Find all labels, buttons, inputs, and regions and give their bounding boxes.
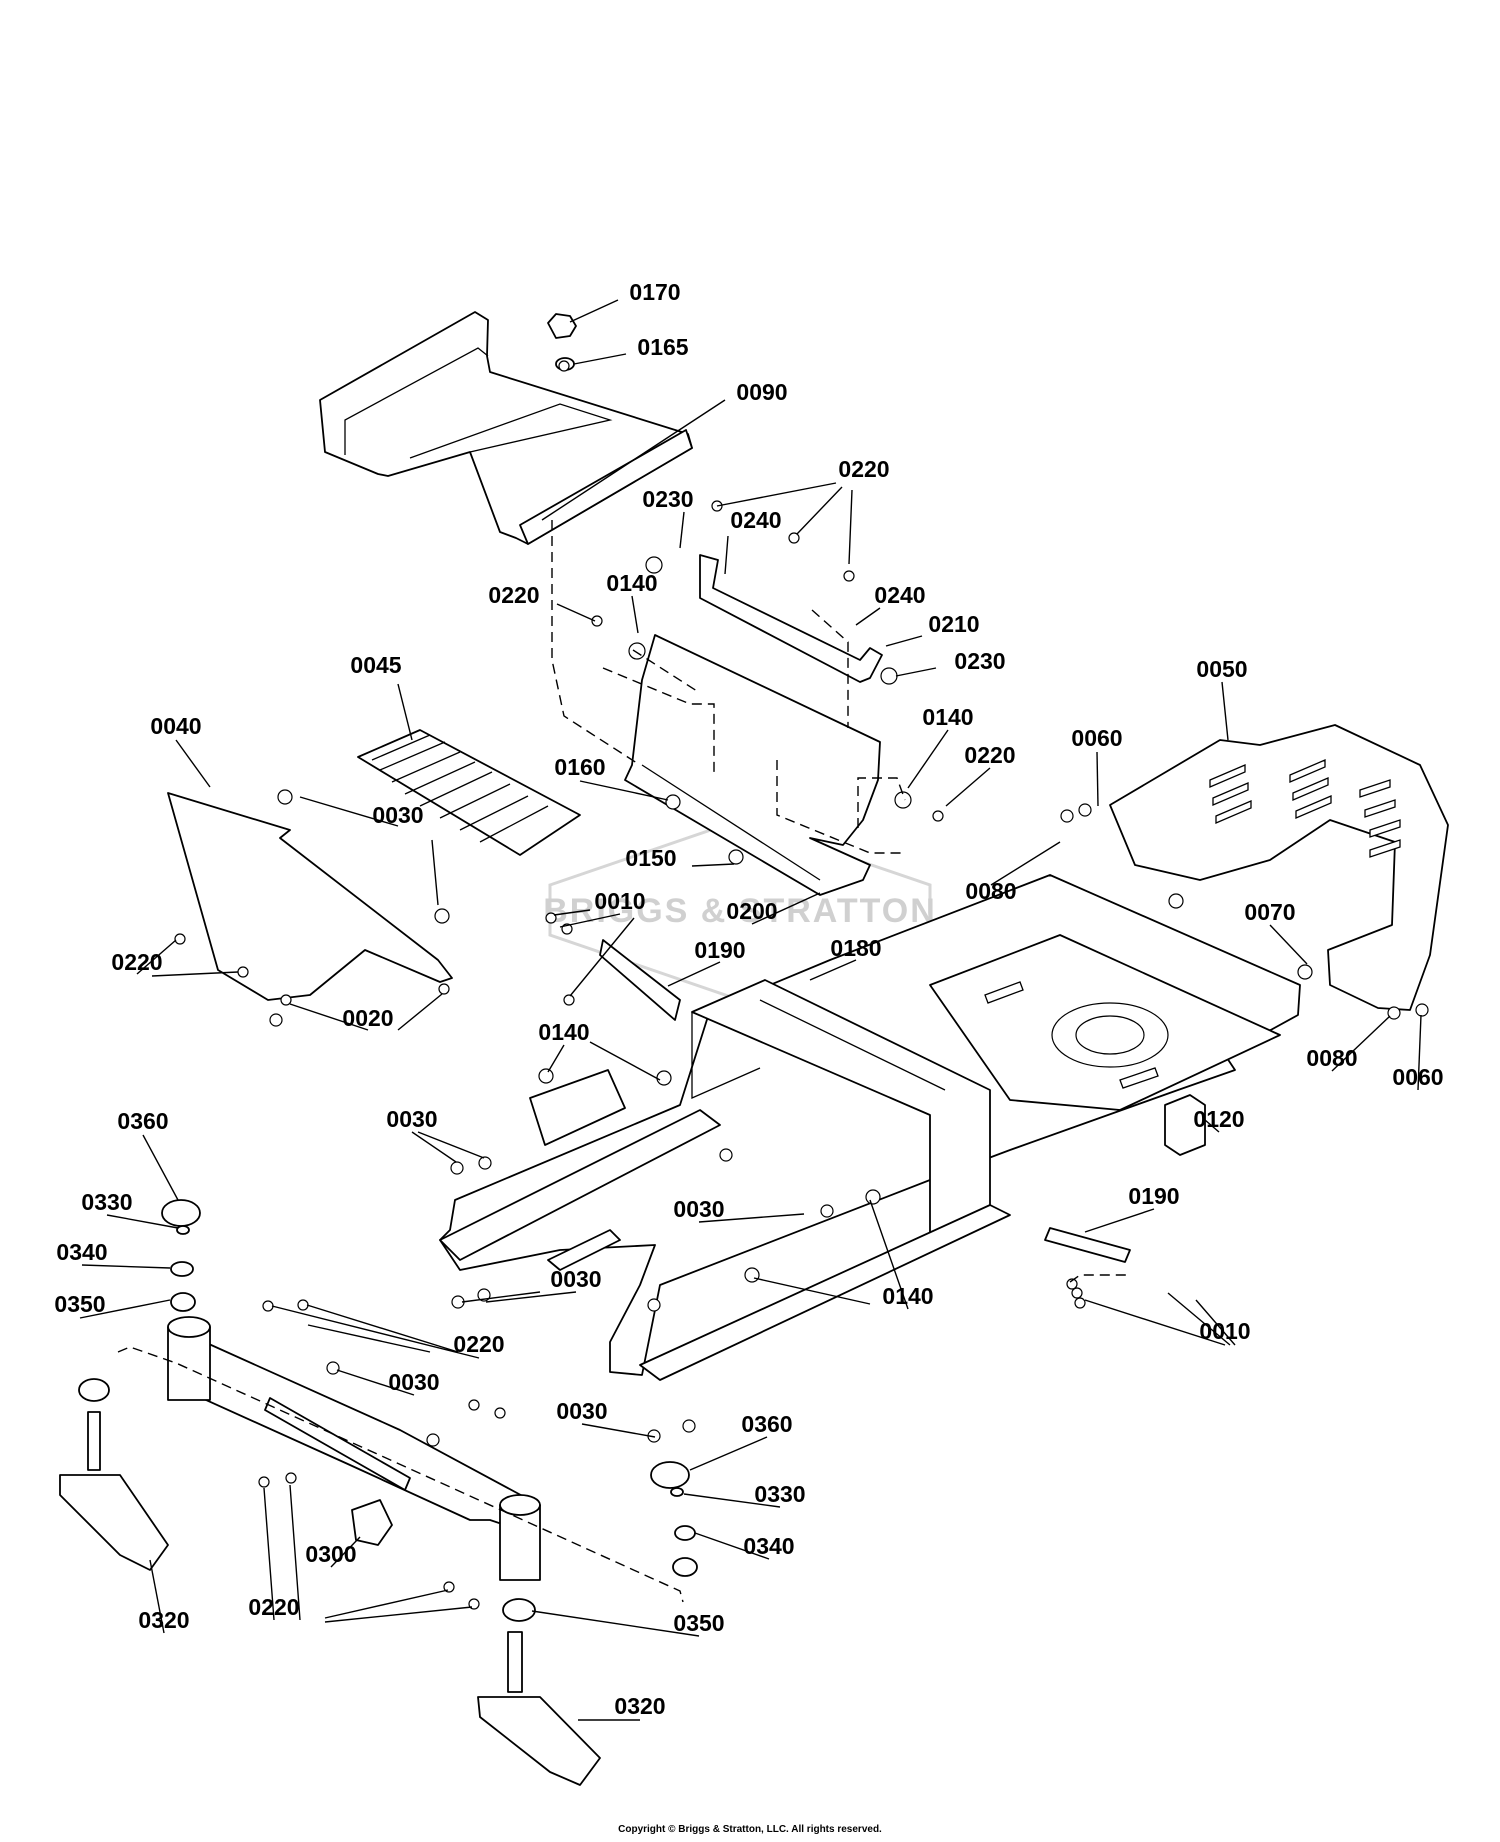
callout-label: 0230 xyxy=(954,648,1005,674)
callout-label: 0030 xyxy=(372,802,423,828)
callout-label: 0165 xyxy=(637,334,688,360)
foot-pad xyxy=(357,729,581,856)
callout-label: 0045 xyxy=(350,652,401,678)
callout-label: 0220 xyxy=(453,1331,504,1357)
callout-label: 0220 xyxy=(488,582,539,608)
callout-label: 0080 xyxy=(965,878,1016,904)
leader-lines xyxy=(79,299,1422,1721)
callout-label: 0030 xyxy=(386,1106,437,1132)
callout-label: 0350 xyxy=(54,1291,105,1317)
floor-pan xyxy=(319,311,693,545)
callout-label: 0140 xyxy=(606,570,657,596)
callout-label: 0240 xyxy=(730,507,781,533)
callout-label: 0060 xyxy=(1392,1064,1443,1090)
callout-label: 0010 xyxy=(1199,1318,1250,1344)
side-panel xyxy=(167,792,453,1027)
cross-plate xyxy=(624,634,881,896)
callout-label: 0050 xyxy=(1196,656,1247,682)
callout-label: 0060 xyxy=(1071,725,1122,751)
callout-label: 0210 xyxy=(928,611,979,637)
callout-label: 0030 xyxy=(550,1266,601,1292)
callout-label: 0350 xyxy=(673,1610,724,1636)
assembly-lines xyxy=(117,520,1126,1603)
callout-label: 0340 xyxy=(56,1239,107,1265)
callout-label: 0160 xyxy=(554,754,605,780)
callout-label: 0320 xyxy=(138,1607,189,1633)
copyright-notice: Copyright © Briggs & Stratton, LLC. All … xyxy=(618,1824,882,1835)
callout-label: 0030 xyxy=(556,1398,607,1424)
bearings xyxy=(78,1199,698,1622)
callout-label: 0220 xyxy=(111,949,162,975)
front-axle xyxy=(167,1316,541,1581)
callout-label: 0090 xyxy=(736,379,787,405)
callout-label: 0070 xyxy=(1244,899,1295,925)
callout-label: 0170 xyxy=(629,279,680,305)
pivot-rods xyxy=(599,939,1131,1263)
callout-label: 0140 xyxy=(538,1019,589,1045)
callout-label: 0140 xyxy=(922,704,973,730)
rear-guard xyxy=(1109,724,1449,1011)
callout-label: 0190 xyxy=(1128,1183,1179,1209)
bracket xyxy=(699,554,883,683)
callout-label: 0180 xyxy=(830,935,881,961)
callout-label: 0240 xyxy=(874,582,925,608)
main-frame xyxy=(439,874,1301,1381)
watermark-text: BRIGGS & STRATTON xyxy=(543,892,937,930)
callout-label: 0150 xyxy=(625,845,676,871)
callout-label: 0020 xyxy=(342,1005,393,1031)
callout-label: 0360 xyxy=(741,1411,792,1437)
callout-label: 0030 xyxy=(673,1196,724,1222)
callout-label: 0300 xyxy=(305,1541,356,1567)
callout-label: 0220 xyxy=(838,456,889,482)
callout-label: 0040 xyxy=(150,713,201,739)
callout-label: 0120 xyxy=(1193,1106,1244,1132)
callout-label: 0330 xyxy=(754,1481,805,1507)
callout-label: 0080 xyxy=(1306,1045,1357,1071)
callout-label: 0200 xyxy=(726,898,777,924)
callout-label: 0010 xyxy=(594,888,645,914)
callout-label: 0220 xyxy=(248,1594,299,1620)
callout-label: 0360 xyxy=(117,1108,168,1134)
callout-label: 0230 xyxy=(642,486,693,512)
callout-label: 0320 xyxy=(614,1693,665,1719)
callout-label: 0190 xyxy=(694,937,745,963)
callout-label: 0140 xyxy=(882,1283,933,1309)
callout-label: 0330 xyxy=(81,1189,132,1215)
callout-label: 0340 xyxy=(743,1533,794,1559)
callout-label: 0220 xyxy=(964,742,1015,768)
caster-forks xyxy=(59,1411,601,1786)
callout-label: 0030 xyxy=(388,1369,439,1395)
